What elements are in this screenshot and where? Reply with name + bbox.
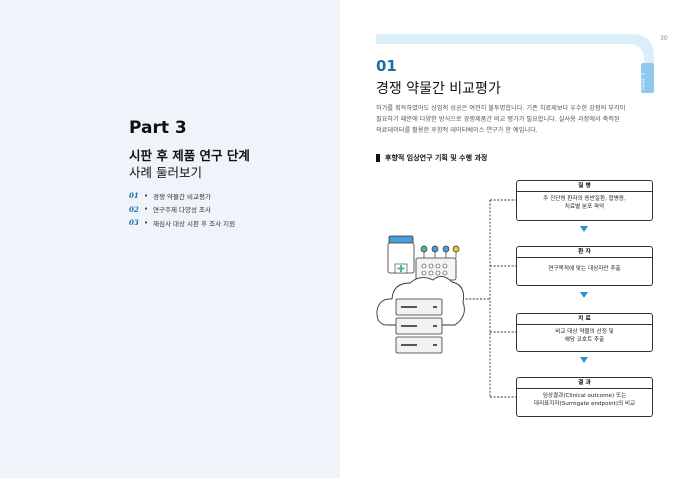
part-side-tab: PART 3 [641,63,654,93]
section-heading: 후향적 임상연구 기획 및 수행 과정 [376,153,487,163]
flow-step-line: 치료별 분포 파악 [564,204,605,210]
toc-label: 경쟁 약물간 비교평가 [153,192,211,201]
toc-label: 연구주제 다양성 조사 [153,206,211,214]
toc-item[interactable]: 02 • 연구주제 다양성 조사 [129,203,235,216]
flow-step-outcome: 결 과 임상결과(Clinical outcome) 또는 대리표지자(Surr… [516,377,653,417]
part-subtitle-line1: 시판 후 제품 연구 단계 [129,148,250,163]
medicine-bottle-icon [387,235,415,274]
flow-step-body: 비교 대상 약물의 선정 및 해당 코호트 추출 [517,325,652,344]
flow-step-head: 결 과 [517,378,652,389]
toc-number: 02 [129,204,139,214]
toc-item[interactable]: 01 • 경쟁 약물간 비교평가 [129,189,235,202]
toc-bullet: • [144,191,149,200]
body-line: 의료데이터를 활용한 후향적 데이터베이스 연구가 한 예입니다. [376,127,538,134]
chapter-title: 경쟁 약물간 비교평가 [376,81,501,97]
flow-step-line: 해당 코호트 추출 [564,337,605,343]
chapter-number: 01 [376,57,397,75]
table-of-contents: 01 • 경쟁 약물간 비교평가 02 • 연구주제 다양성 조사 03 • 재… [129,189,235,230]
body-line: 허가를 획득하였어도 상업적 성공은 여전히 불투명합니다. 기존 치료제보다 … [376,105,626,112]
flow-step-body: 주 진단명 환자의 동반질환, 합병증, 치료별 분포 파악 [517,192,652,211]
flow-step-head: 치 료 [517,314,652,325]
flow-step-line: 임상결과(Clinical outcome) 또는 [542,393,627,399]
flow-step-head: 질 병 [517,181,652,192]
toc-label: 재심사 대상 시판 후 조사 지원 [153,219,236,228]
toc-item[interactable]: 03 • 재심사 대상 시판 후 조사 지원 [129,216,235,229]
flow-step-line: 연구목적에 맞는 대상자만 추출 [548,266,621,272]
flow-step-body: 임상결과(Clinical outcome) 또는 대리표지자(Surrogat… [517,389,652,408]
section-marker [376,154,380,162]
chapter-body: 허가를 획득하였어도 상업적 성공은 여전히 불투명합니다. 기존 치료제보다 … [376,103,654,136]
toc-bullet: • [144,218,149,227]
part-subtitle-line2: 사례 둘러보기 [129,165,202,180]
page-number: 30 [660,35,668,42]
toc-bullet: • [144,205,149,213]
left-page: Part 3 시판 후 제품 연구 단계 사례 둘러보기 01 • 경쟁 약물간… [0,0,340,478]
section-heading-text: 후향적 임상연구 기획 및 수행 과정 [385,154,488,162]
chapter-banner [376,34,654,89]
body-line: 필요하기 때문에 다양한 방식으로 경쟁제품간 비교 평가가 필요합니다. 실사… [376,116,620,123]
server-cloud-icon [376,235,465,354]
flow-step-line: 대리표지자(Surrogate endpoint)의 비교 [533,401,636,407]
flow-step-head: 환 자 [517,247,652,258]
chevron-down-icon [580,226,588,363]
toc-number: 03 [129,218,139,227]
flow-step-body: 연구목적에 맞는 대상자만 추출 [517,258,652,273]
flow-step-treatment: 치 료 비교 대상 약물의 선정 및 해당 코호트 추출 [516,313,653,352]
flow-step-patient: 환 자 연구목적에 맞는 대상자만 추출 [516,246,653,286]
toc-number: 01 [129,191,139,200]
part-title: Part 3 [129,118,187,138]
flow-step-line: 주 진단명 환자의 동반질환, 합병증, [543,196,626,202]
flow-step-line: 비교 대상 약물의 선정 및 [555,329,614,335]
flow-step-disease: 질 병 주 진단명 환자의 동반질환, 합병증, 치료별 분포 파악 [516,180,653,221]
flow-connectors [462,199,516,398]
